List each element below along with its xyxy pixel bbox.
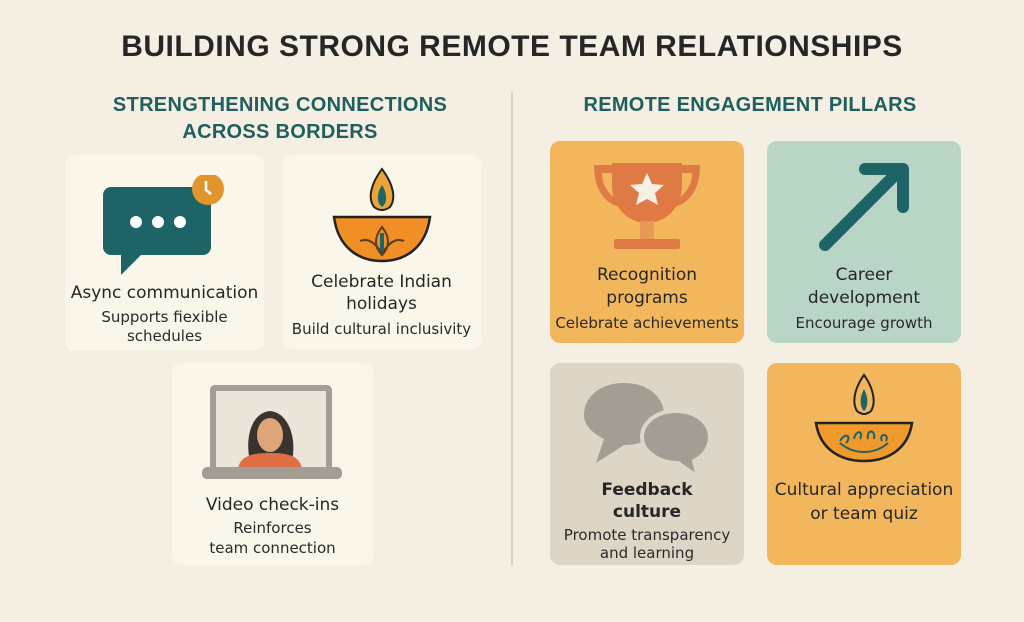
card-subtitle: schedules xyxy=(126,327,203,345)
card-async-communication: Async communication Supports fiexible sc… xyxy=(65,155,264,351)
diya-lamp-icon xyxy=(332,167,432,263)
card-title: culture xyxy=(612,502,682,522)
card-title: Celebrate Indian xyxy=(311,272,452,292)
left-heading-line1: STRENGTHENING CONNECTIONS xyxy=(112,94,448,116)
card-subtitle: Promote transparency xyxy=(563,526,731,544)
card-subtitle: team connection xyxy=(209,539,336,557)
left-heading-line2: ACROSS BORDERS xyxy=(182,121,378,143)
right-section-heading: REMOTE ENGAGEMENT PILLARS xyxy=(583,94,917,116)
card-video-check-ins: Video check-ins Reinforces team connecti… xyxy=(172,363,373,565)
card-title: holidays xyxy=(346,294,417,314)
card-subtitle: Supports fiexible xyxy=(101,308,228,326)
card-title: programs xyxy=(606,288,688,308)
arrow-up-right-icon xyxy=(819,163,909,251)
card-title: Video check-ins xyxy=(205,495,340,515)
card-feedback-culture: Feedback culture Promote transparency an… xyxy=(550,363,744,565)
trophy-icon xyxy=(594,163,700,249)
card-subtitle: Build cultural inclusivity xyxy=(291,320,472,338)
card-title: Feedback xyxy=(601,480,693,500)
left-section-heading: STRENGTHENING CONNECTIONS ACROSS BORDERS xyxy=(60,92,500,146)
card-subtitle: Encourage growth xyxy=(795,314,933,332)
card-indian-holidays: Celebrate Indian holidays Build cultural… xyxy=(282,155,481,349)
diya-lamp-icon xyxy=(814,373,914,463)
card-subtitle: Celebrate achievements xyxy=(555,314,739,332)
section-divider xyxy=(511,92,513,565)
card-career-development: Career development Encourage growth xyxy=(767,141,961,343)
chat-clock-icon xyxy=(103,175,224,275)
card-title: or team quiz xyxy=(810,504,918,524)
card-title: Recognition xyxy=(596,265,698,285)
card-subtitle: Reinforces xyxy=(233,519,312,537)
speech-bubbles-icon xyxy=(584,383,713,479)
card-title: Async communication xyxy=(70,283,259,303)
card-title: Cultural appreciation xyxy=(774,480,954,500)
laptop-person-icon xyxy=(202,385,342,479)
card-cultural-appreciation: Cultural appreciation or team quiz xyxy=(767,363,961,565)
card-title: development xyxy=(807,288,921,308)
card-subtitle: and learning xyxy=(599,544,695,562)
page-title: BUILDING STRONG REMOTE TEAM RELATIONSHIP… xyxy=(121,30,903,63)
card-title: Career xyxy=(835,265,893,285)
card-recognition-programs: Recognition programs Celebrate achieveme… xyxy=(550,141,744,343)
